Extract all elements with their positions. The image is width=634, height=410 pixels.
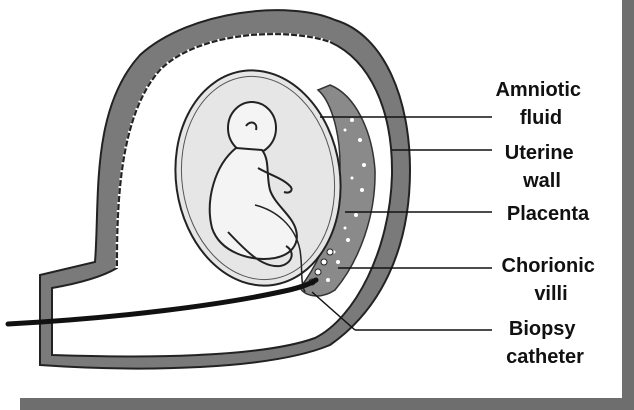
label-chorionic-villi: Chorionic villi	[502, 255, 601, 305]
label-amniotic-fluid: Amniotic fluid	[495, 79, 586, 129]
label-placenta: Placenta	[507, 203, 590, 225]
label-uterine-wall: Uterine wall	[505, 142, 579, 192]
label-biopsy-catheter: Biopsy catheter	[506, 318, 584, 368]
fetus-head	[228, 102, 276, 154]
right-frame-bar	[622, 0, 634, 410]
bottom-frame-bar	[20, 398, 634, 410]
